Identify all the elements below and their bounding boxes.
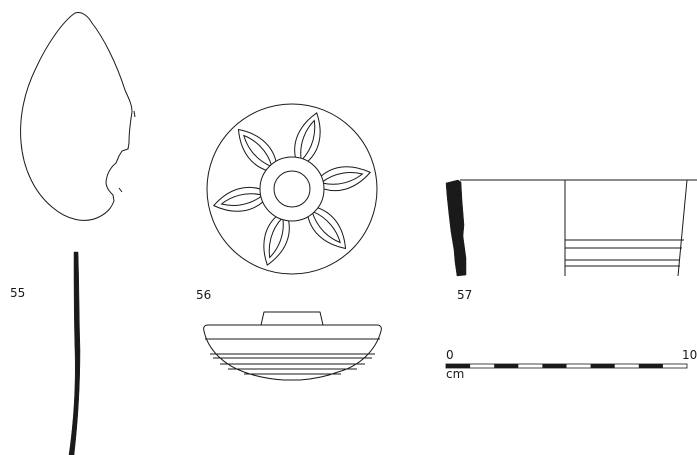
figure-55-outline <box>20 12 133 221</box>
scale-bar-segment <box>542 364 567 368</box>
rosette-petal <box>294 112 321 169</box>
rosette-petal <box>237 128 278 174</box>
figure-56-lid-body <box>203 324 382 381</box>
figure-57-wall-line <box>677 179 688 277</box>
rosette-petal <box>312 166 372 192</box>
scale-bar-start-label: 0 <box>446 348 454 362</box>
scale-bar-segments <box>446 364 663 368</box>
scale-bar-segment <box>638 364 663 368</box>
figure-56-knob-ring <box>259 156 325 222</box>
rosette-petal <box>263 209 290 266</box>
figure-55-break-mark <box>133 110 136 118</box>
figure-56-knob <box>260 311 324 326</box>
scale-bar-segment <box>494 364 519 368</box>
figure-56-side-view <box>203 311 382 381</box>
figure-56-top-view <box>206 103 378 275</box>
figure-57-number: 57 <box>457 288 473 302</box>
figure-57-profile-section <box>445 179 467 277</box>
figure-55-profile-section <box>68 251 81 455</box>
figure-56-number: 56 <box>196 288 212 302</box>
figure-57-vessel-view <box>460 179 697 277</box>
scale-bar-end-label: 10 <box>682 348 697 362</box>
scale-bar-segment <box>446 364 471 368</box>
figure-55-break-mark <box>118 187 123 193</box>
figure-56-knob-center <box>273 170 311 208</box>
figure-56-rosette <box>212 112 372 266</box>
figure-56-outer-rim <box>206 103 378 275</box>
scale-bar <box>445 363 688 369</box>
figure-55-drawing <box>20 12 136 221</box>
figure-55-number: 55 <box>10 286 26 300</box>
scale-bar-unit-label: cm <box>446 367 465 381</box>
rosette-petal <box>306 204 347 250</box>
rosette-petal <box>212 186 272 212</box>
scale-bar-segment <box>590 364 615 368</box>
